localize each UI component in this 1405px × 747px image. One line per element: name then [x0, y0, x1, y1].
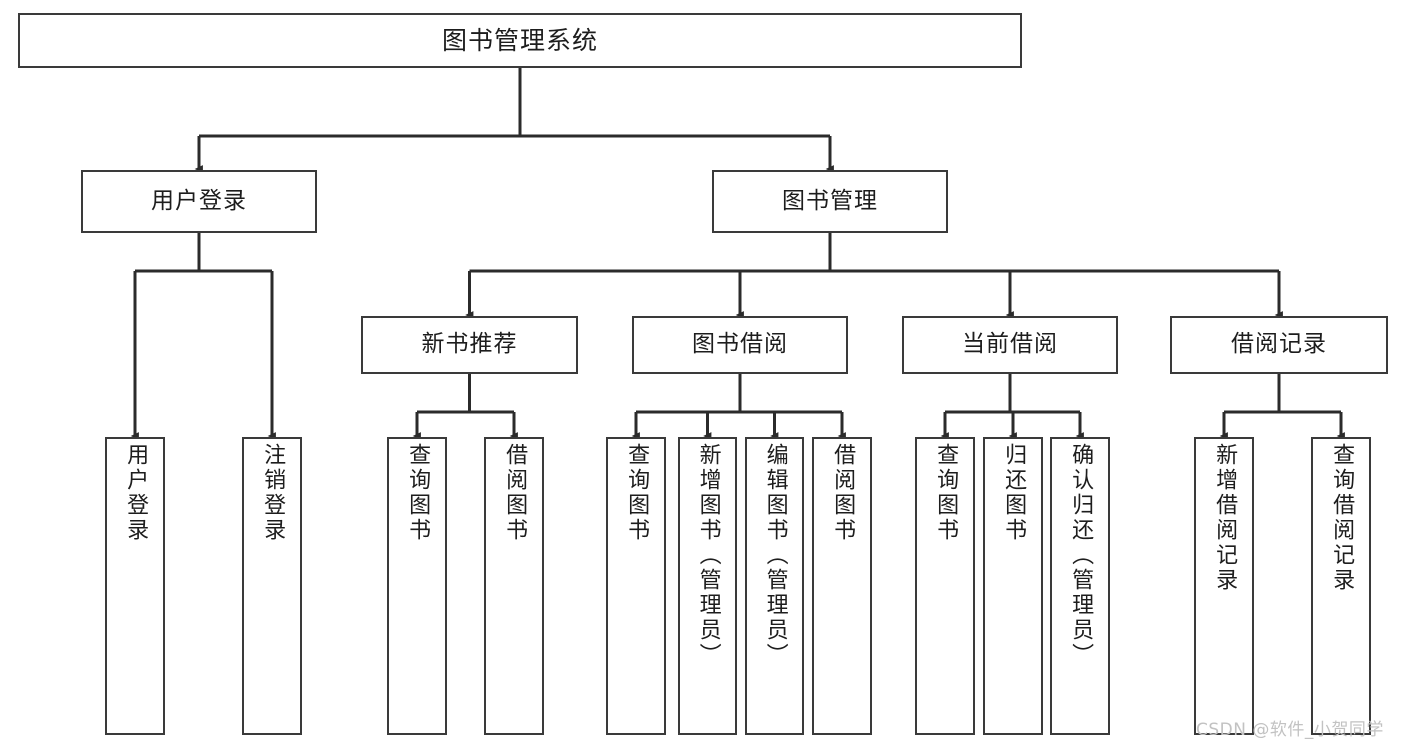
node-current-borrow-label: 当前借阅	[962, 331, 1058, 358]
node-borrow-record[interactable]: 借阅记录	[1170, 316, 1388, 374]
node-leaf-borrow-book-bb-label: 借阅图书	[830, 443, 856, 543]
node-new-book-rec[interactable]: 新书推荐	[361, 316, 578, 374]
node-borrow-record-label: 借阅记录	[1231, 331, 1327, 358]
node-leaf-add-record-label: 新增借阅记录	[1212, 443, 1238, 593]
node-book-manage-label: 图书管理	[782, 187, 878, 214]
node-leaf-query-record[interactable]: 查询借阅记录	[1311, 437, 1371, 735]
node-new-book-rec-label: 新书推荐	[421, 331, 518, 358]
node-leaf-borrow-book-bb[interactable]: 借阅图书	[812, 437, 872, 735]
node-leaf-return-book[interactable]: 归还图书	[983, 437, 1043, 735]
node-leaf-borrow-book-rec-label: 借阅图书	[502, 443, 528, 543]
node-leaf-query-book-rec-label: 查询图书	[405, 443, 431, 543]
node-leaf-query-book-cb-label: 查询图书	[933, 443, 959, 543]
node-leaf-user-login[interactable]: 用户登录	[105, 437, 165, 735]
node-root-label: 图书管理系统	[441, 25, 598, 55]
node-leaf-query-book-bb[interactable]: 查询图书	[606, 437, 666, 735]
node-leaf-logout-label: 注销登录	[260, 443, 286, 543]
node-leaf-add-book-label: 新增图书（管理员）	[695, 443, 721, 668]
node-leaf-query-book-rec[interactable]: 查询图书	[387, 437, 447, 735]
node-leaf-logout[interactable]: 注销登录	[242, 437, 302, 735]
node-leaf-edit-book-label: 编辑图书（管理员）	[762, 443, 788, 668]
node-leaf-return-book-label: 归还图书	[1001, 443, 1027, 543]
node-book-borrow-label: 图书借阅	[692, 331, 788, 358]
node-leaf-confirm-return[interactable]: 确认归还（管理员）	[1050, 437, 1110, 735]
node-leaf-query-record-label: 查询借阅记录	[1329, 443, 1355, 593]
node-current-borrow[interactable]: 当前借阅	[902, 316, 1118, 374]
node-leaf-user-login-label: 用户登录	[123, 443, 149, 543]
node-leaf-add-book[interactable]: 新增图书（管理员）	[678, 437, 737, 735]
node-user-login[interactable]: 用户登录	[81, 170, 317, 233]
node-user-login-label: 用户登录	[151, 187, 247, 214]
csdn-watermark: CSDN @软件_小贺同学	[1196, 720, 1384, 740]
node-leaf-confirm-return-label: 确认归还（管理员）	[1068, 443, 1094, 668]
node-book-manage[interactable]: 图书管理	[712, 170, 948, 233]
node-book-borrow[interactable]: 图书借阅	[632, 316, 848, 374]
node-root[interactable]: 图书管理系统	[18, 13, 1022, 68]
node-leaf-add-record[interactable]: 新增借阅记录	[1194, 437, 1254, 735]
node-leaf-query-book-cb[interactable]: 查询图书	[915, 437, 975, 735]
node-leaf-query-book-bb-label: 查询图书	[624, 443, 650, 543]
node-leaf-borrow-book-rec[interactable]: 借阅图书	[484, 437, 544, 735]
node-leaf-edit-book[interactable]: 编辑图书（管理员）	[745, 437, 804, 735]
